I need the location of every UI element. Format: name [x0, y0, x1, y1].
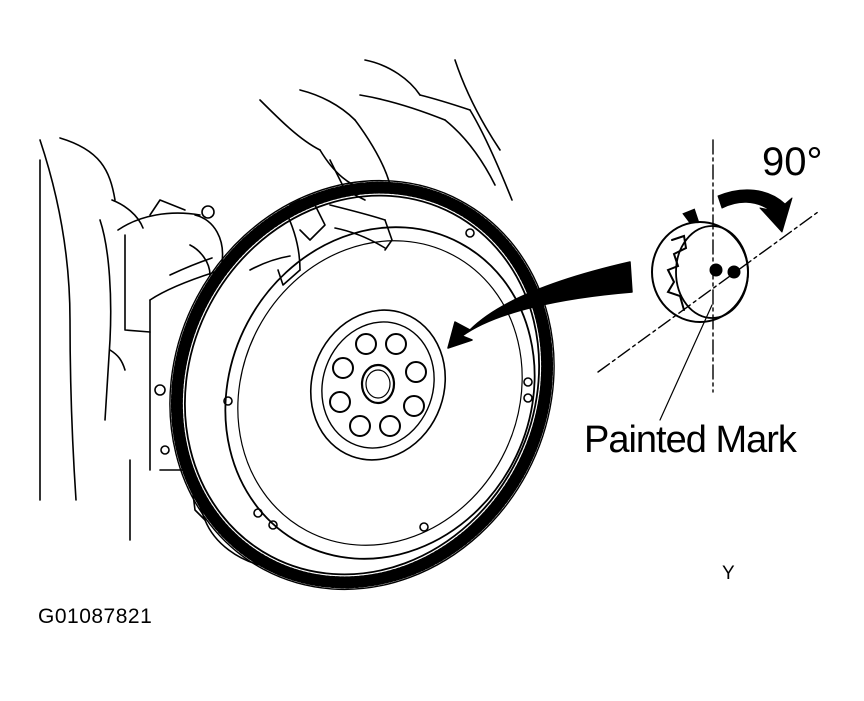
flywheel-face [224, 226, 536, 560]
ring-gear-inner [184, 194, 540, 576]
crank-end-rim [675, 225, 749, 319]
rotation-angle-label: 90° [762, 140, 823, 184]
bolt [355, 333, 377, 355]
flywheel-recess [237, 240, 523, 546]
figure-id: G01087821 [38, 605, 153, 628]
bolt [329, 391, 351, 413]
crankshaft-detail [597, 139, 819, 421]
painted-mark-label: Painted Mark [584, 419, 797, 461]
flywheel-bolts [329, 333, 427, 437]
callout-arrow [447, 261, 633, 349]
flywheel-face-holes [223, 228, 533, 532]
ring-gear-outer [169, 179, 555, 591]
painted-mark-dot [727, 265, 741, 279]
painted-mark-leader [659, 304, 713, 421]
crank-center-hole [360, 363, 396, 405]
bolt [349, 415, 371, 437]
hub-outer [309, 309, 447, 461]
rotated-reference-line [597, 211, 819, 373]
ring-gear-teeth [170, 181, 554, 589]
crank-center-hole-inner [365, 369, 391, 399]
flywheel [169, 179, 555, 591]
bolt [405, 361, 427, 383]
painted-mark-dot [709, 263, 723, 277]
bolt [403, 395, 425, 417]
bolt [379, 415, 401, 437]
hub-inner [321, 321, 435, 449]
bolt [332, 357, 354, 379]
bolt [385, 333, 407, 355]
rotation-arrow [717, 189, 793, 233]
engine-block-outline [39, 59, 513, 566]
view-letter: Y [722, 563, 735, 584]
crank-end-teeth [666, 234, 688, 311]
